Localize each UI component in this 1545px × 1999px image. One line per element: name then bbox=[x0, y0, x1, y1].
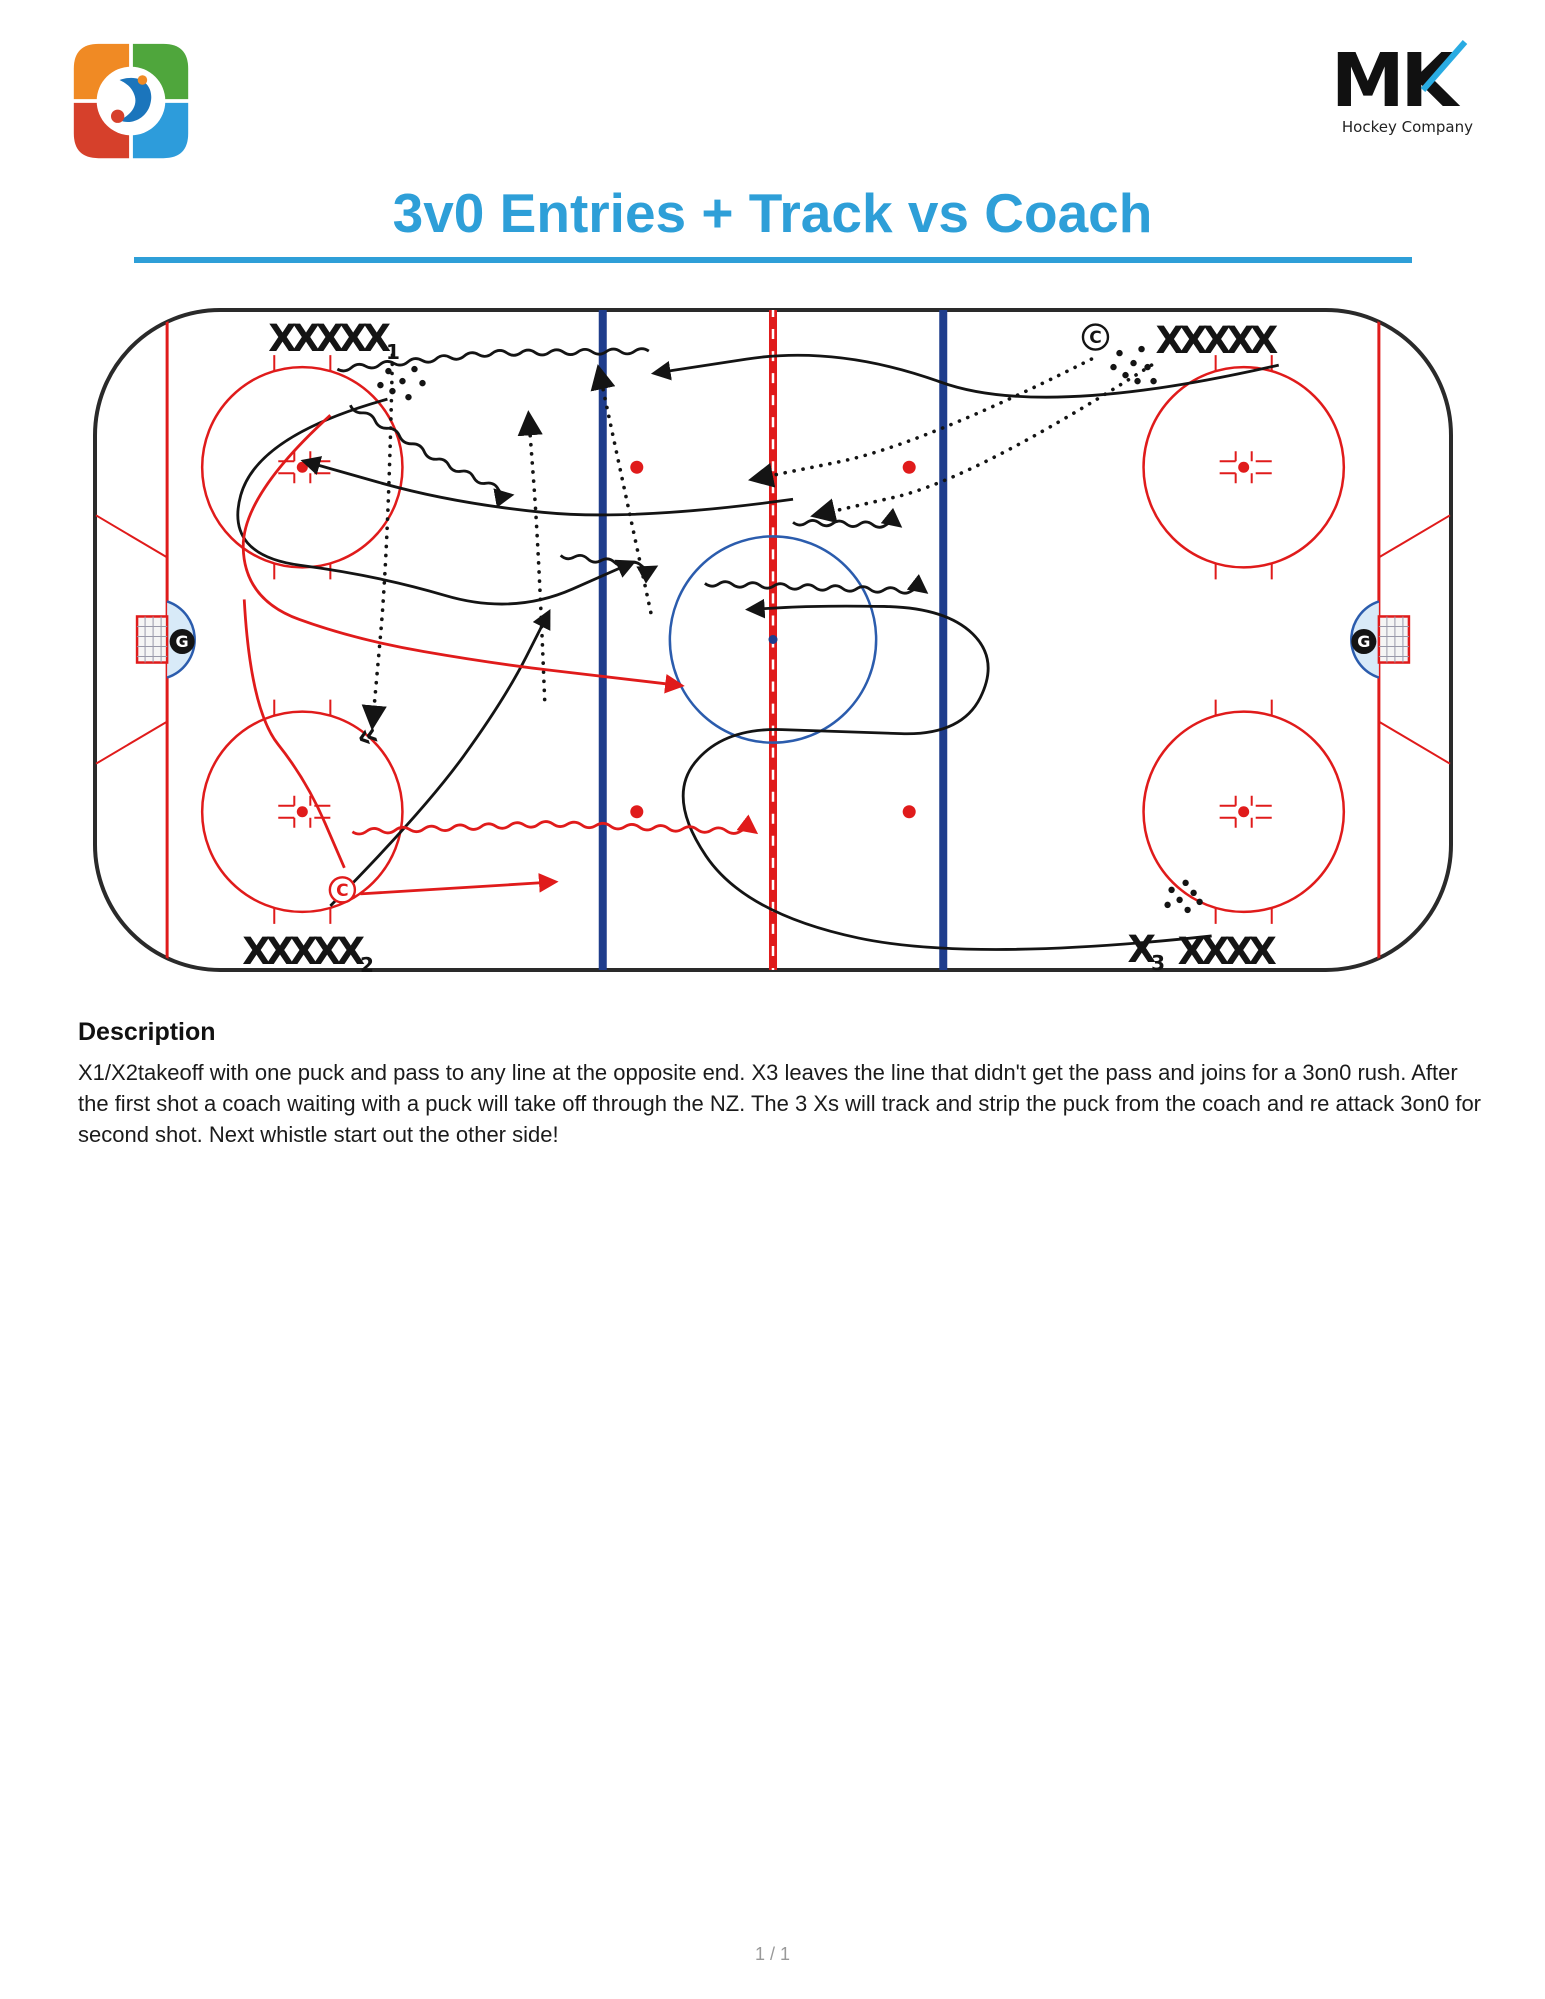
player-line-marker: XXXXX bbox=[1155, 319, 1277, 362]
mk-logo-graphic: MK Hockey Company bbox=[1331, 38, 1473, 136]
faceoff-circle bbox=[200, 699, 404, 924]
mk-logo: MK Hockey Company bbox=[1325, 38, 1475, 149]
puck-dots bbox=[1163, 879, 1203, 914]
svg-text:C: C bbox=[1089, 328, 1102, 348]
drill-stroke bbox=[703, 574, 928, 595]
title-underline bbox=[133, 257, 1412, 263]
drill-stroke bbox=[791, 507, 902, 529]
faceoff-circle bbox=[1141, 355, 1345, 580]
center-circle bbox=[668, 535, 877, 744]
svg-text:G: G bbox=[175, 632, 188, 651]
drill-stroke bbox=[559, 553, 658, 584]
drill-stroke bbox=[242, 599, 346, 869]
mk-logo-accent bbox=[1420, 40, 1468, 92]
drill-stroke bbox=[650, 353, 1279, 399]
drill-stroke bbox=[681, 598, 1212, 951]
page-header: MK Hockey Company bbox=[0, 0, 1545, 167]
svg-text:G: G bbox=[1357, 632, 1370, 651]
svg-text:C: C bbox=[336, 881, 349, 901]
drill-stroke bbox=[348, 404, 514, 508]
drill-stroke bbox=[359, 873, 559, 896]
app-logo bbox=[70, 40, 192, 167]
goalie-marker: G bbox=[169, 628, 195, 655]
faceoff-circle bbox=[1141, 699, 1345, 924]
rink-lines bbox=[94, 310, 1451, 970]
page-title: 3v0 Entries + Track vs Coach bbox=[392, 182, 1153, 244]
drill-stroke bbox=[241, 414, 685, 694]
app-logo-graphic bbox=[73, 43, 189, 159]
mk-logo-text: MK bbox=[1331, 40, 1461, 124]
description-heading: Description bbox=[78, 1018, 216, 1046]
drill-stroke bbox=[747, 357, 1093, 488]
drill-stroke bbox=[361, 353, 394, 731]
coach-marker: C bbox=[328, 876, 356, 904]
drill-stroke bbox=[328, 608, 550, 907]
puck-dots bbox=[1109, 345, 1157, 385]
drill-stroke bbox=[336, 347, 650, 373]
player-line-marker: XXXX bbox=[1177, 930, 1276, 973]
goalie-marker: G bbox=[1350, 628, 1376, 655]
player-line-marker: XXXXX2 bbox=[242, 930, 374, 973]
center-faceoff-dot bbox=[767, 634, 778, 645]
drill-stroke bbox=[351, 814, 758, 836]
description-text: X1/X2takeoff with one puck and pass to a… bbox=[78, 1060, 1482, 1148]
player-line-marker: XXXXX1 bbox=[268, 317, 400, 364]
mk-logo-subtitle: Hockey Company bbox=[1342, 118, 1473, 136]
puck-dots bbox=[376, 365, 426, 401]
description-section: Description X1/X2takeoff with one puck a… bbox=[78, 1018, 1483, 1151]
trapezoid-lines bbox=[94, 514, 1451, 765]
neutral-zone-dots bbox=[629, 460, 916, 819]
drill-stroke bbox=[235, 397, 636, 606]
coach-marker: C bbox=[1081, 323, 1109, 351]
drill-stroke bbox=[517, 410, 546, 702]
drill-stroke bbox=[300, 456, 793, 517]
page-number: 1 / 1 bbox=[754, 1944, 791, 1964]
drill-stroke bbox=[809, 363, 1153, 524]
